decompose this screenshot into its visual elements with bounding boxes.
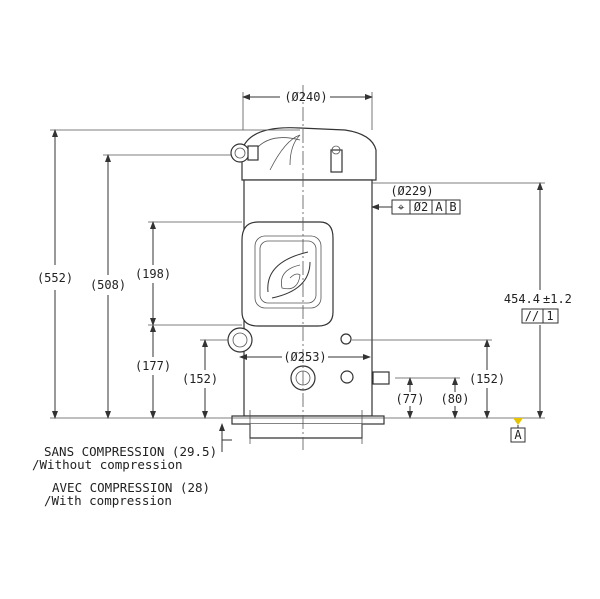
dim-lower-height: (177)	[135, 359, 171, 373]
position-datum-b: B	[449, 200, 456, 214]
top-dome	[241, 127, 377, 181]
note-without-compression: /Without compression	[32, 457, 183, 472]
lifting-lug-icon	[330, 145, 343, 173]
dim-fitting-80: (80)	[441, 392, 470, 406]
dim-shell-diameter: (Ø229)	[390, 184, 433, 198]
dim-left-fitting-height: (152)	[182, 372, 218, 386]
note-avec-compression: AVEC COMPRESSION (28)	[52, 480, 210, 495]
position-tolerance-frame: ⌖ Ø2 A B	[391, 199, 461, 215]
discharge-fitting-icon	[227, 327, 253, 353]
oil-port-icon	[340, 333, 352, 345]
dim-terminal-box-height: (198)	[135, 267, 171, 281]
position-symbol-icon: ⌖	[398, 200, 405, 214]
position-datum-a: A	[435, 200, 443, 214]
dim-fitting-77: (77)	[396, 392, 425, 406]
oil-equalizer-fitting-icon	[372, 371, 390, 385]
position-value: Ø2	[414, 200, 428, 214]
schrader-valve-icon	[340, 370, 354, 384]
parallelism-tolerance-frame: // 1	[521, 308, 559, 324]
dim-base-diameter: (Ø253)	[283, 350, 326, 364]
dim-overall-diameter: (Ø240)	[284, 90, 327, 104]
dim-shell-height: 454.4	[504, 292, 540, 306]
dim-shell-tolerance: ±1.2	[543, 292, 572, 306]
datum-triangle-icon	[513, 418, 523, 425]
dimension-lines	[52, 94, 543, 452]
parallelism-value: 1	[546, 309, 553, 323]
terminal-box	[241, 221, 334, 327]
extension-lines	[50, 92, 545, 419]
base-plate	[231, 410, 385, 444]
datum-label: A	[514, 428, 522, 442]
compressor-body	[227, 85, 390, 450]
note-with-compression: /With compression	[44, 493, 172, 508]
dim-suction-height: (508)	[90, 278, 126, 292]
logo-icon	[267, 251, 311, 299]
dim-total-height: (552)	[37, 271, 73, 285]
dim-right-fitting-height: (152)	[469, 372, 505, 386]
datum-a-marker: A	[510, 418, 526, 443]
note-sans-compression: SANS COMPRESSION (29.5)	[44, 444, 217, 459]
parallelism-symbol-icon: //	[525, 309, 539, 323]
suction-fitting-icon	[230, 143, 259, 163]
